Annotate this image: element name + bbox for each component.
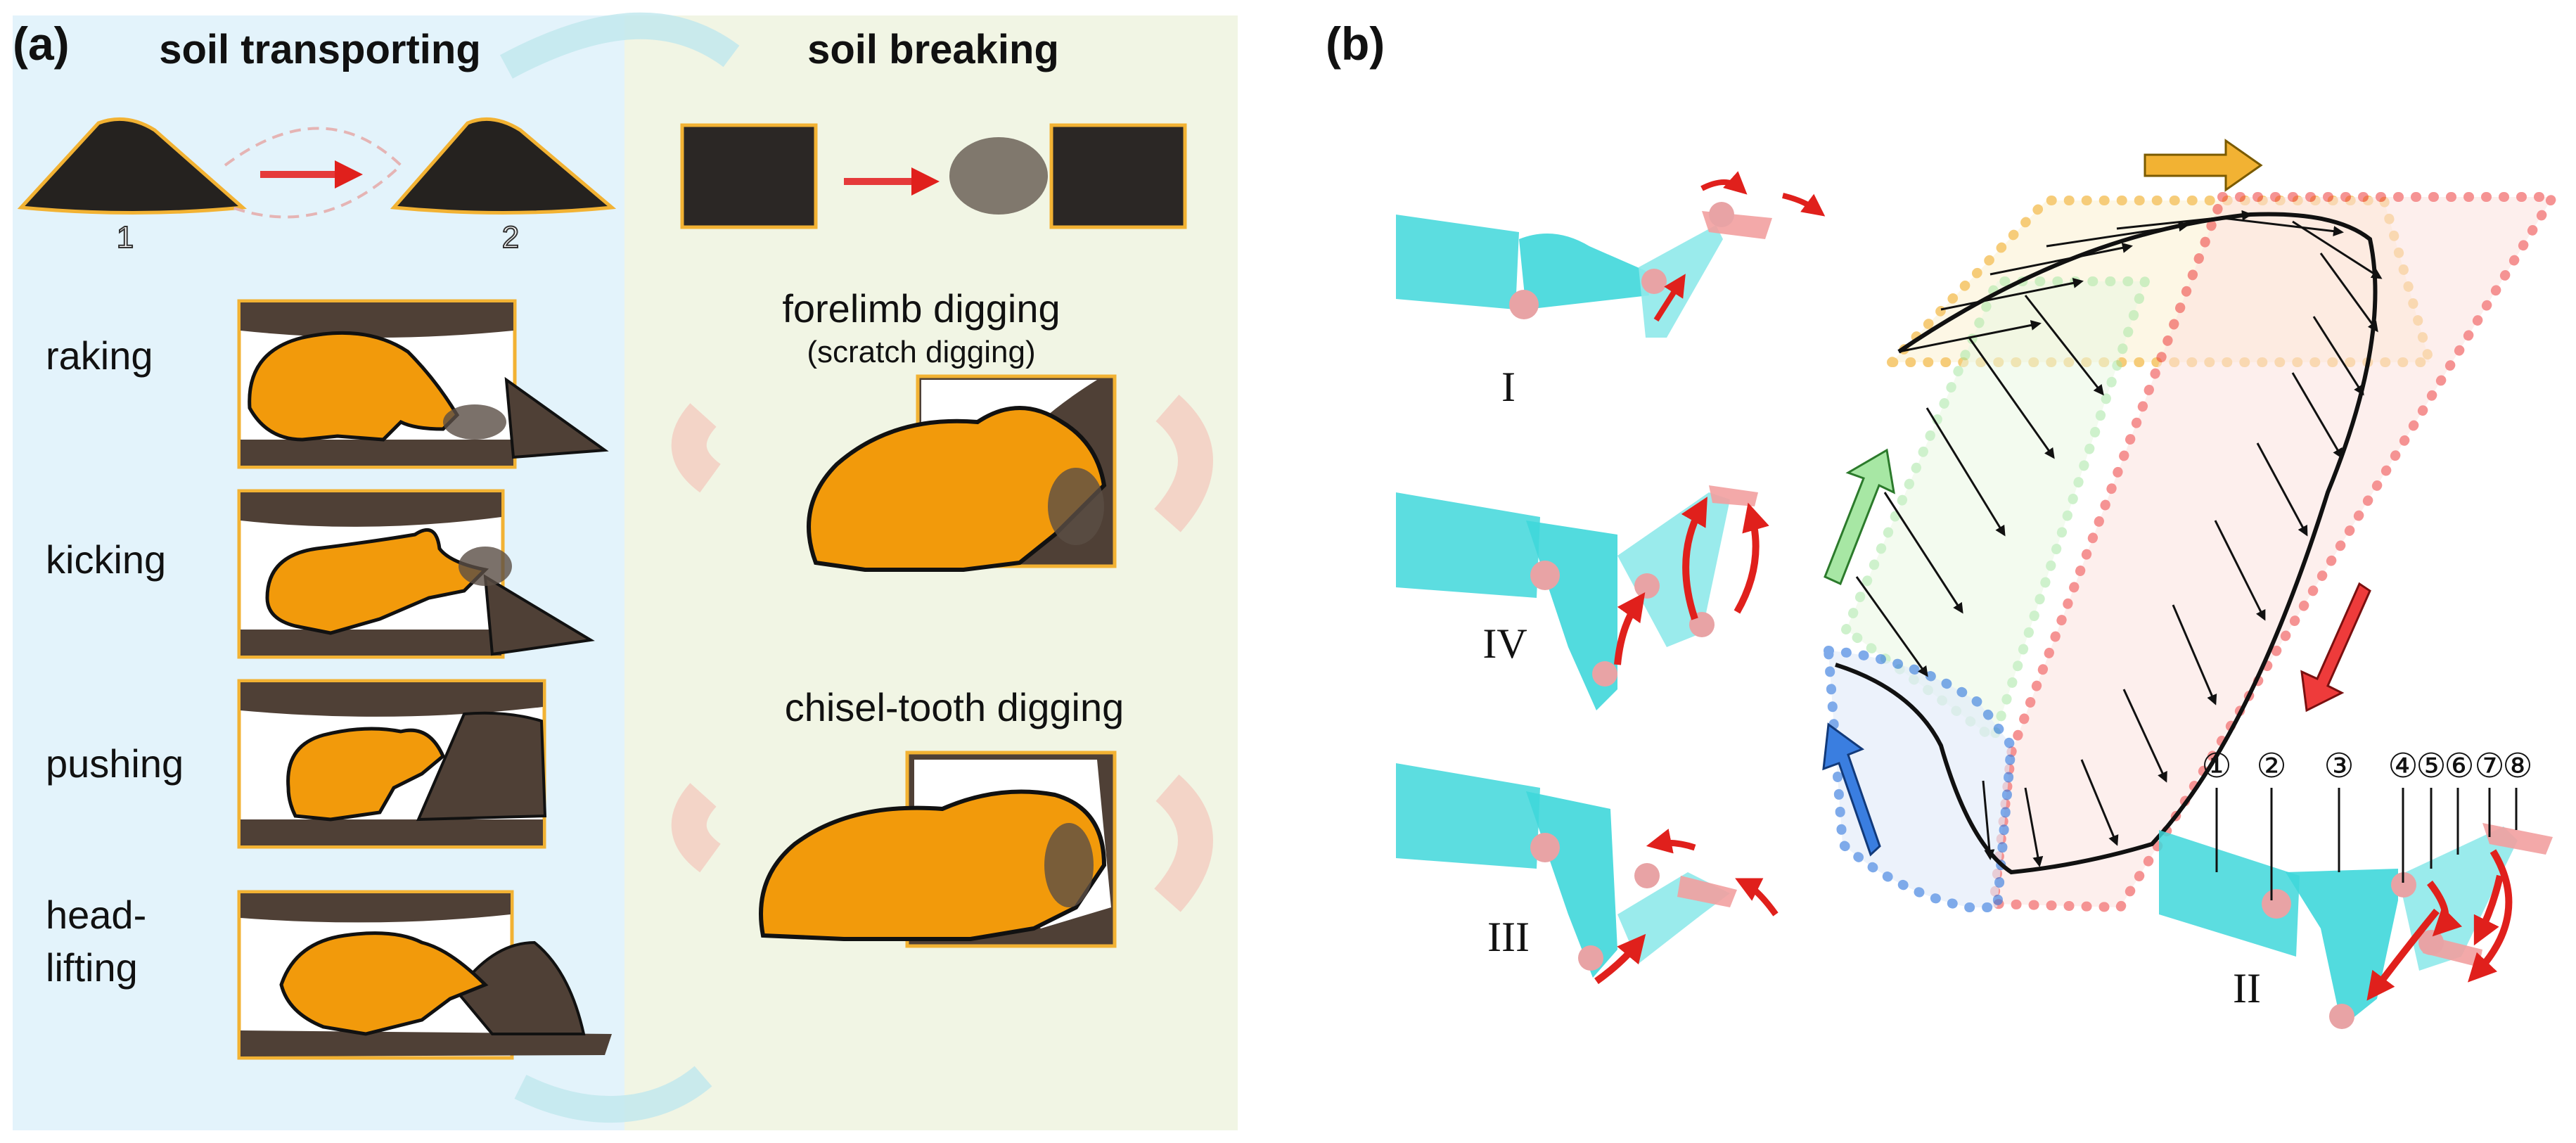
soil-pile-2: 2 (390, 117, 617, 255)
robot-pose-I (1396, 171, 1826, 338)
force-vector-field (1855, 210, 2383, 867)
force-vector (2080, 759, 2119, 846)
forelimb-digging-title: forelimb digging (782, 286, 1060, 331)
pose-label-I: I (1501, 364, 1516, 410)
joint-label-4: ④ (2388, 748, 2418, 785)
soil-pile-1: 1 (17, 117, 247, 255)
force-vector (2046, 221, 2189, 248)
head-lifting-illustration (237, 890, 612, 1060)
force-vector (2214, 520, 2266, 621)
cycle-arrow-bottom (514, 1066, 712, 1123)
pile-number-1: 1 (117, 220, 134, 255)
forelimb-digging-subtitle: (scratch digging) (807, 335, 1035, 369)
soil-block-broken (1049, 123, 1187, 229)
chisel-tooth-digging-title: chisel-tooth digging (785, 685, 1124, 729)
joint-label-8: ⑧ (2502, 748, 2532, 785)
pose-label-IV: IV (1482, 620, 1527, 667)
force-vector (2256, 442, 2308, 537)
zone-red-dotted (1988, 192, 2562, 913)
method-head-lifting-line1: head- (46, 893, 146, 937)
force-vector (2024, 787, 2044, 867)
force-vector (2172, 604, 2217, 705)
robot-pose-III (1396, 763, 1779, 985)
phase-arrow-blue (1822, 722, 1881, 857)
force-vector (2291, 372, 2343, 459)
soil-block-intact (680, 123, 818, 229)
force-vector (1855, 576, 1928, 677)
method-head-lifting-line2: lifting (46, 945, 138, 990)
method-pushing: pushing (46, 741, 184, 786)
force-vector (1940, 277, 2084, 311)
joint-markers (2215, 788, 2518, 900)
force-vector (2319, 253, 2378, 333)
robot-pose-II (2159, 823, 2553, 1029)
panel-a-label: (a) (13, 18, 70, 70)
joint-label-1: ① (2201, 748, 2231, 785)
panel-a: (a) soil transporting soil breaking 1 2 … (13, 12, 1238, 1130)
force-vector (2024, 295, 2104, 396)
force-vector (1982, 780, 1995, 860)
method-kicking: kicking (46, 537, 166, 582)
force-vector (1968, 337, 2055, 459)
pose-label-III: III (1487, 914, 1530, 960)
forelimb-digging-illustration (671, 374, 1213, 572)
robot-pose-IV (1396, 485, 1769, 710)
method-raking: raking (46, 333, 153, 378)
chisel-tooth-digging-illustration (671, 751, 1213, 948)
soil-breaking-title: soil breaking (807, 27, 1059, 72)
cycle-arrow-top (500, 12, 740, 79)
soil-transporting-title: soil transporting (159, 27, 481, 72)
phase-arrow-red (2300, 582, 2371, 713)
phase-arrow-yellow (2144, 139, 2263, 192)
force-vector (1883, 492, 1963, 614)
joint-label-2: ② (2256, 748, 2286, 785)
force-vector (2312, 316, 2364, 396)
soil-debris (949, 137, 1048, 215)
pile-number-2: 2 (502, 220, 519, 255)
force-vector (2122, 689, 2167, 783)
force-vector (1925, 407, 2006, 537)
pose-label-II: II (2233, 965, 2261, 1011)
kicking-illustration (237, 489, 595, 659)
raking-illustration (237, 299, 609, 469)
panel-b: (b) I IV (1326, 18, 2562, 1029)
joint-label-6: ⑥ (2444, 748, 2474, 785)
pushing-illustration (237, 679, 547, 849)
force-vector (2116, 210, 2253, 230)
panel-b-label: (b) (1326, 18, 1385, 70)
force-vector (2292, 220, 2383, 279)
joint-label-5: ⑤ (2416, 748, 2446, 785)
joint-label-7: ⑦ (2474, 748, 2504, 785)
force-vector (1989, 242, 2133, 276)
pile-transfer-path (224, 127, 403, 219)
force-vector (2222, 217, 2344, 237)
phase-arrow-green (1824, 448, 1895, 586)
joint-label-3: ③ (2324, 748, 2354, 785)
